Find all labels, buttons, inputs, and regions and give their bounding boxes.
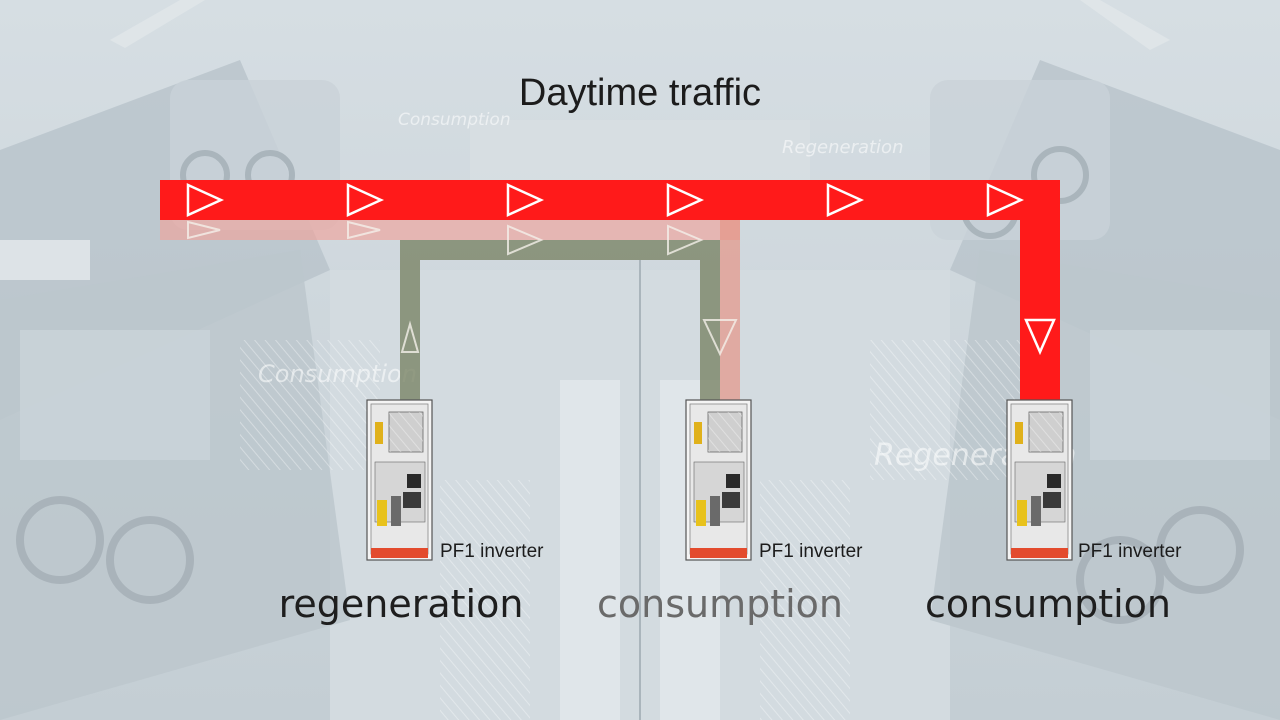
flow-arrow-icon — [346, 183, 385, 217]
ghost-label-consumption-top: Consumption — [398, 110, 511, 130]
flow-arrow-icon — [187, 220, 221, 240]
ghost-label-consumption-left: Consumption — [258, 360, 417, 388]
faded-bus — [160, 220, 740, 240]
flow-arrow-icon — [507, 224, 544, 256]
inverter-cabinet-icon — [685, 399, 752, 561]
faded-consumption-drop — [720, 220, 740, 400]
flow-arrow-icon — [826, 183, 865, 217]
inverter-mode-consumption-middle: consumption — [596, 582, 844, 626]
inverter-cabinet-icon — [1006, 399, 1073, 561]
flow-arrow-icon — [1024, 318, 1056, 356]
flow-arrow-icon — [702, 319, 738, 357]
ghost-label-regeneration-top: Regeneration — [782, 137, 904, 158]
regen-feeder-line — [400, 240, 720, 400]
flow-arrow-icon — [667, 224, 704, 256]
flow-arrow-icon — [347, 220, 381, 240]
flow-arrow-icon — [666, 183, 705, 217]
inverter-label-3: PF1 inverter — [1078, 541, 1182, 562]
flow-arrow-icon — [506, 183, 545, 217]
inverter-cabinet-icon — [366, 399, 433, 561]
diagram-title: Daytime traffic — [518, 72, 762, 114]
inverter-mode-consumption-right: consumption — [924, 582, 1172, 626]
flow-arrow-icon — [186, 183, 225, 217]
flow-arrow-icon — [986, 183, 1025, 217]
inverter-mode-regeneration: regeneration — [278, 582, 524, 626]
flow-arrow-icon — [400, 320, 420, 353]
inverter-label-1: PF1 inverter — [440, 541, 544, 562]
main-consumption-drop — [1020, 180, 1060, 400]
inverter-label-2: PF1 inverter — [759, 541, 863, 562]
main-bus — [160, 180, 1060, 220]
